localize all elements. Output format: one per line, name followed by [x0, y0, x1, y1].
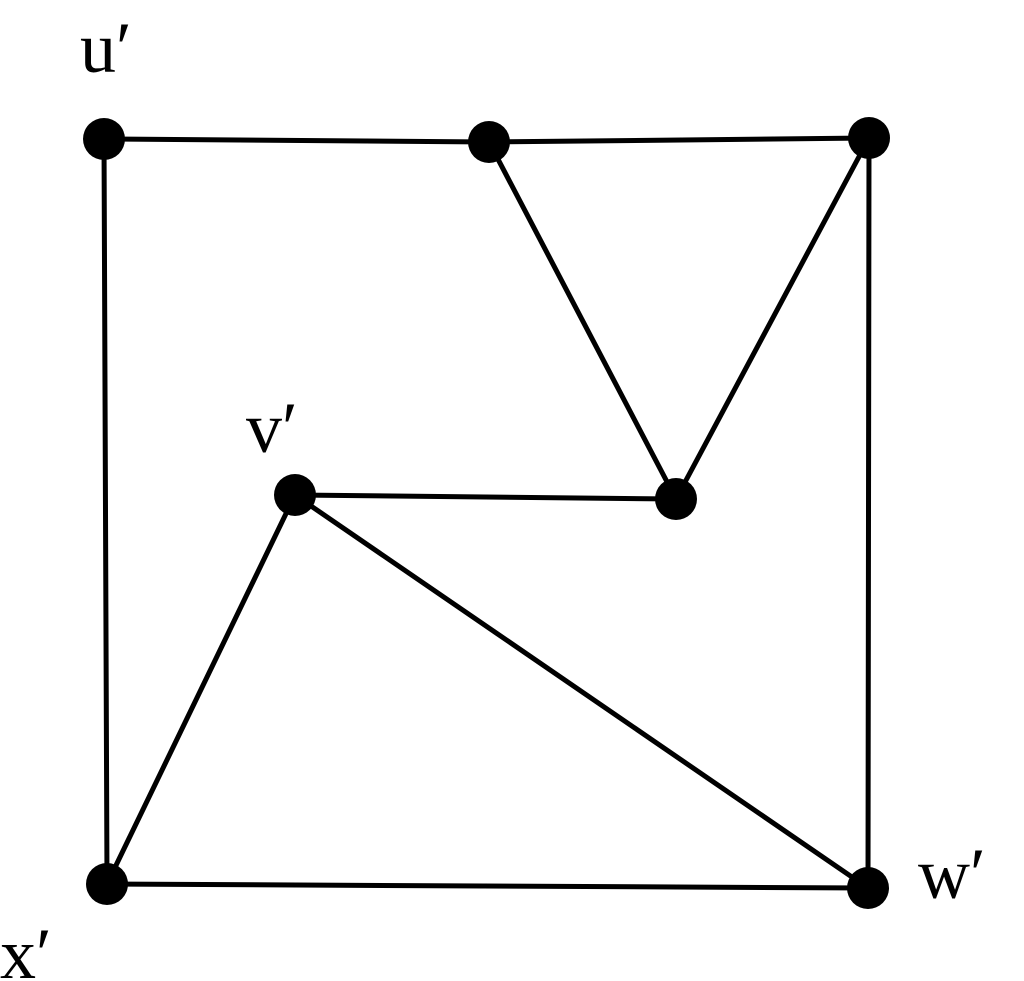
vertex-top-right — [848, 117, 890, 159]
vertex-v — [274, 474, 316, 516]
vertex-label-v: v′ — [246, 388, 298, 468]
vertex-x — [86, 863, 128, 905]
vertex-label-w: w′ — [918, 834, 986, 914]
edge-top-right-mid-right — [673, 135, 872, 502]
edge-x-w — [104, 881, 871, 891]
edge-u-x — [101, 136, 110, 887]
vertex-u — [83, 118, 125, 160]
vertex-w — [847, 867, 889, 909]
edge-v-w — [292, 492, 871, 891]
edge-u-top-mid — [101, 136, 492, 145]
vertex-top-mid — [468, 121, 510, 163]
edge-top-mid-top-right — [486, 135, 872, 145]
edge-v-x — [104, 492, 298, 887]
vertex-layer — [83, 117, 890, 909]
vertex-mid-right — [655, 478, 697, 520]
vertex-label-u: u′ — [80, 8, 132, 88]
edge-v-mid-right — [292, 492, 679, 502]
vertex-label-x: x′ — [0, 914, 52, 981]
label-layer: u′ v′ x′ w′ — [0, 8, 986, 981]
edge-top-right-w — [865, 135, 872, 891]
edge-layer — [101, 135, 872, 891]
edge-top-mid-mid-right — [486, 139, 679, 502]
